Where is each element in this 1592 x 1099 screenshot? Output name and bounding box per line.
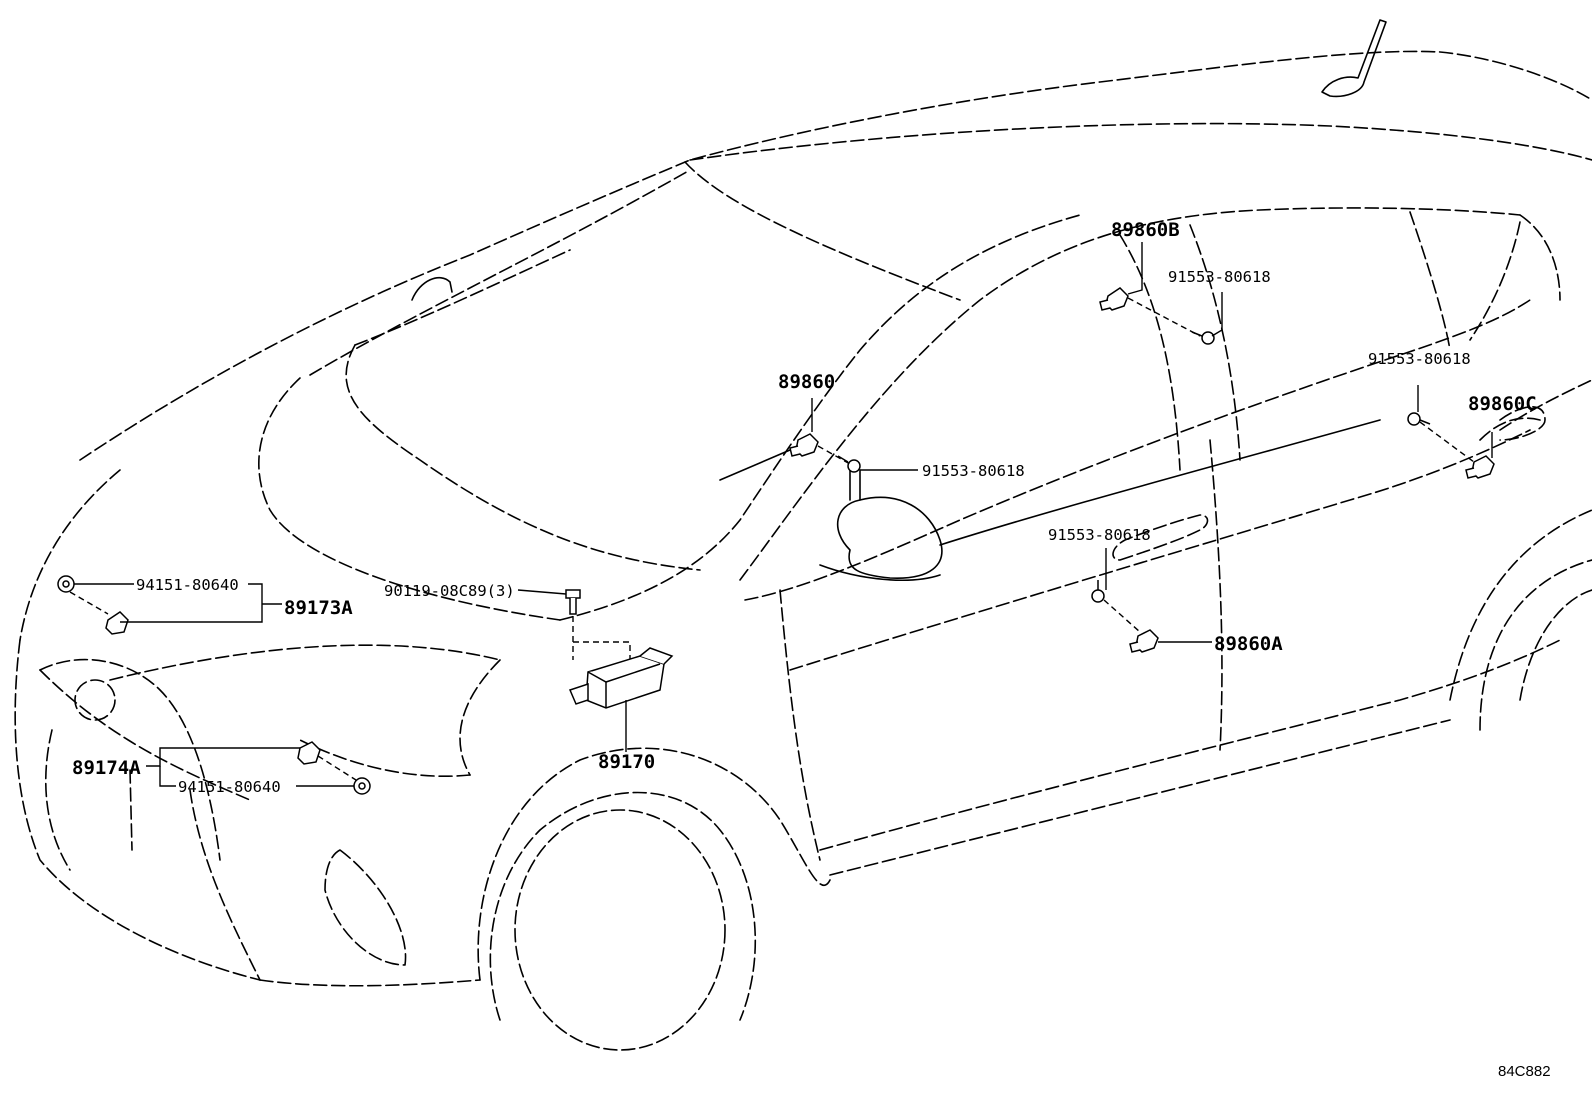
callout-labels: 89860B 91553-80618 89860 91553-80618 915… bbox=[72, 219, 1551, 1080]
part-label-94151-80640-lower: 94151-80640 bbox=[178, 778, 281, 796]
part-label-91553-80618-pillar: 91553-80618 bbox=[922, 462, 1025, 480]
part-label-89860: 89860 bbox=[778, 371, 835, 393]
sensor-89860C-icon bbox=[1465, 455, 1495, 479]
car-solid-details bbox=[411, 19, 1546, 581]
bolt-icon bbox=[565, 589, 581, 615]
part-label-89860A: 89860A bbox=[1214, 633, 1283, 655]
part-label-89860C: 89860C bbox=[1468, 393, 1537, 415]
figure-code: 84C882 bbox=[1498, 1063, 1551, 1080]
part-label-94151-80640-upper: 94151-80640 bbox=[136, 576, 239, 594]
bolt-icon bbox=[1191, 331, 1215, 345]
part-label-91553-80618-top: 91553-80618 bbox=[1168, 268, 1271, 286]
parts bbox=[57, 287, 1495, 795]
nut-icon bbox=[57, 575, 75, 593]
bolt-icon bbox=[1091, 580, 1105, 603]
sensor-89860A-icon bbox=[1129, 629, 1159, 653]
part-label-91553-80618-rear: 91553-80618 bbox=[1368, 350, 1471, 368]
sensor-89174A-icon bbox=[297, 741, 321, 765]
sensor-89173A-icon bbox=[105, 611, 129, 635]
antenna-icon bbox=[1321, 19, 1387, 98]
nut-icon bbox=[353, 777, 371, 795]
part-label-89174A: 89174A bbox=[72, 757, 141, 779]
part-label-91553-80618-door: 91553-80618 bbox=[1048, 526, 1151, 544]
part-label-89170: 89170 bbox=[598, 751, 655, 773]
sensor-89860B-icon bbox=[1099, 287, 1129, 311]
bolt-icon bbox=[1407, 412, 1431, 426]
bolt-icon bbox=[837, 455, 861, 473]
airbag-sensor-assembly-icon bbox=[568, 616, 674, 709]
car-body-outline bbox=[14, 50, 1592, 1051]
part-label-89860B: 89860B bbox=[1111, 219, 1180, 241]
part-label-89173A: 89173A bbox=[284, 597, 353, 619]
part-label-90119-08C89: 90119-08C89(3) bbox=[384, 582, 515, 600]
side-mirror-icon bbox=[836, 496, 943, 579]
washer-nozzle-icon bbox=[411, 276, 453, 301]
sensor-89860-icon bbox=[789, 433, 819, 457]
leader-lines bbox=[69, 242, 1493, 787]
